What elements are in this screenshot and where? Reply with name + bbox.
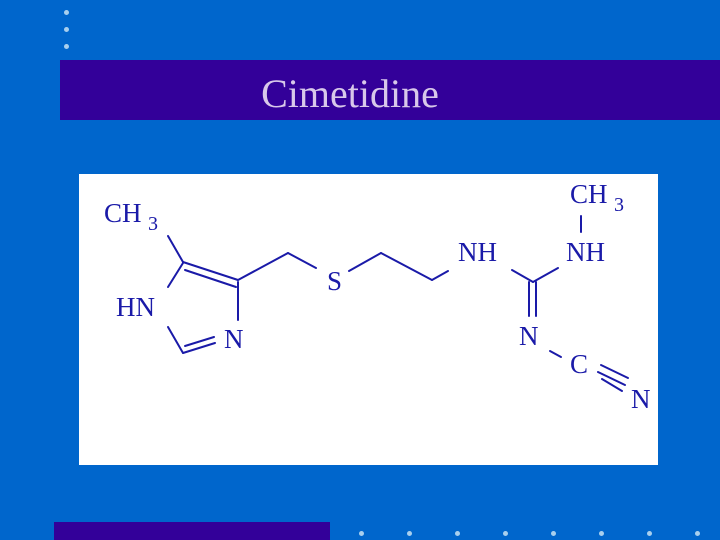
label-n-nitrile: N [631, 384, 651, 414]
label-nh-left: NH [458, 237, 497, 267]
title-bar: Cimetidine [60, 60, 720, 120]
label-ch3-top-subscript: 3 [614, 194, 624, 216]
decorative-dot [647, 531, 652, 536]
slide-title: Cimetidine [60, 60, 720, 128]
decorative-dot [359, 531, 364, 536]
label-ch3-ring-subscript: 3 [148, 213, 158, 235]
cimetidine-structure-diagram: CH 3 HN N S NH NH CH 3 N C N [104, 179, 651, 414]
decorative-dot [455, 531, 460, 536]
label-s: S [327, 266, 342, 296]
decorative-dot [503, 531, 508, 536]
decorative-dot [64, 10, 69, 15]
decorative-dot [407, 531, 412, 536]
decorative-dot [695, 531, 700, 536]
label-c-nitrile: C [570, 349, 588, 379]
label-nh-right: NH [566, 237, 605, 267]
decorative-dot [599, 531, 604, 536]
structure-panel: CH 3 HN N S NH NH CH 3 N C N [79, 174, 658, 465]
decorative-dot [551, 531, 556, 536]
slide-title-text: Cimetidine [261, 71, 439, 116]
label-ch3-top: CH [570, 179, 608, 209]
decorative-dot [64, 44, 69, 49]
label-hn: HN [116, 292, 155, 322]
label-n-imine: N [519, 321, 539, 351]
bottom-bar [54, 522, 330, 540]
decorative-dot [64, 27, 69, 32]
label-n-ring: N [224, 324, 244, 354]
label-ch3-ring: CH [104, 198, 142, 228]
